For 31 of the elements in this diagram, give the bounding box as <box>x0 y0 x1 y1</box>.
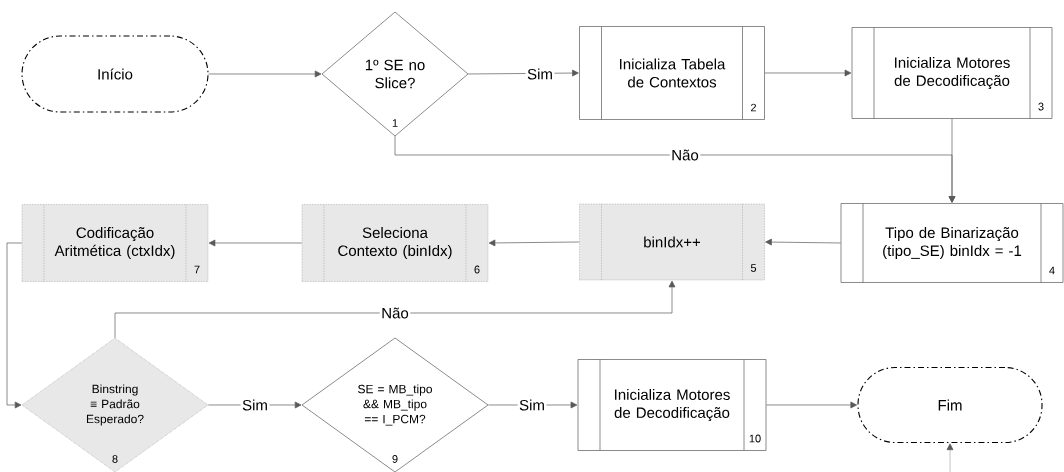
process-box: Inicializa Tabela de Contextos 2 <box>579 26 765 120</box>
process-box: Inicializa Motores de Decodificação 10 <box>577 359 767 451</box>
edge-label: Sim <box>525 67 555 81</box>
edge-label: Sim <box>240 398 270 412</box>
step-number: 6 <box>474 265 480 274</box>
edge-label: Sim <box>517 398 547 412</box>
edge-label: Não <box>669 148 701 162</box>
arrow <box>764 69 852 77</box>
arrow <box>766 401 858 409</box>
step-number: 5 <box>750 264 757 272</box>
step-number: 3 <box>1038 102 1044 111</box>
arrow <box>765 238 841 246</box>
arrow <box>208 70 322 78</box>
step-number: 2 <box>751 103 756 112</box>
step-number: 7 <box>194 265 200 274</box>
step-number: 1 <box>392 119 398 127</box>
edge-label: Não <box>379 306 411 320</box>
step-number: 8 <box>112 455 118 463</box>
arrow <box>208 239 303 247</box>
arrow <box>114 280 676 339</box>
arrow <box>488 239 580 247</box>
arrow <box>948 118 956 203</box>
step-number: 4 <box>1049 266 1055 275</box>
process-box: binIdx++ 5 <box>579 203 765 281</box>
process-box: Tipo de Binarização (tipo_SE) binIdx = -1 4 <box>840 203 1064 283</box>
arrow <box>6 242 23 409</box>
process-box: Seleciona Contexto (binIdx) 6 <box>301 204 489 282</box>
step-number: 9 <box>392 455 398 463</box>
process-box: Codificação Aritmética (ctxIdx) 7 <box>21 204 209 282</box>
step-number: 10 <box>749 434 761 443</box>
process-box: Inicializa Motores de Decodificação 3 <box>851 27 1053 119</box>
